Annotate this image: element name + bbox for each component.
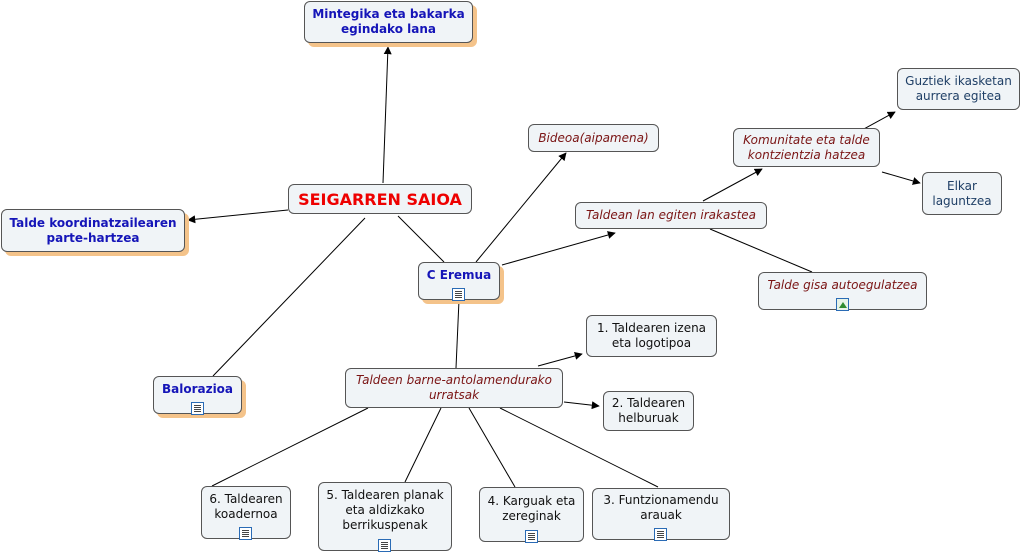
link-komunitate-elkar — [881, 171, 921, 185]
node-bideoa-label: Bideoa(aipamena) — [538, 130, 649, 145]
node-seigarren-saioa[interactable]: SEIGARREN SAIOA — [288, 184, 472, 214]
node-komunitate[interactable]: Komunitate eta talde kontzientzia hatzea — [733, 128, 880, 167]
link-barne-helburuak — [563, 401, 600, 410]
link-barne-planak — [404, 407, 442, 483]
node-talde-gisa-label: Talde gisa autoegulatzea — [767, 277, 918, 292]
node-planak-label: 5. Taldearen planak eta aldizkako berrik… — [326, 488, 444, 532]
node-karguak-label: 4. Karguak eta zereginak — [487, 493, 576, 523]
node-taldean[interactable]: Taldean lan egiten irakastea — [575, 202, 767, 229]
document-icon[interactable] — [452, 288, 465, 301]
node-funtzionamendu[interactable]: 3. Funtzionamendu arauak — [592, 488, 730, 541]
link-ceremua-bideoa — [475, 152, 567, 263]
node-helburuak[interactable]: 2. Taldearen helburuak — [603, 391, 694, 431]
node-mintegika-label: Mintegika eta bakarka egindako lana — [312, 7, 465, 36]
node-koadernoa-label: 6. Taldearen koadernoa — [209, 491, 283, 521]
node-c-eremua-label: C Eremua — [426, 267, 492, 282]
node-c-eremua[interactable]: C Eremua — [418, 262, 500, 301]
link-root-ceremua — [397, 215, 445, 263]
link-taldean-taldegisa — [709, 228, 813, 273]
node-izena-label: 1. Taldearen izena eta logotipoa — [596, 321, 707, 350]
link-barne-izena — [537, 352, 583, 367]
document-icon[interactable] — [190, 402, 204, 415]
node-funtzionamendu-label: 3. Funtzionamendu arauak — [603, 493, 719, 522]
node-koordinatzaile-label: Talde koordinatzailearen parte-hartzea — [9, 215, 177, 245]
link-ceremua-taldean — [501, 231, 616, 266]
link-barne-funtzionamendu — [499, 407, 659, 488]
document-icon[interactable] — [239, 527, 252, 540]
document-icon[interactable] — [378, 539, 391, 552]
node-balorazioa[interactable]: Balorazioa — [153, 376, 242, 415]
node-taldeen-barne-label: Taldeen barne-antolamendurako urratsak — [356, 373, 552, 402]
node-seigarren-label: SEIGARREN SAIOA — [298, 189, 462, 209]
node-koadernoa[interactable]: 6. Taldearen koadernoa — [201, 486, 291, 540]
image-icon[interactable] — [835, 298, 849, 311]
node-taldeen-barne[interactable]: Taldeen barne-antolamendurako urratsak — [345, 368, 563, 408]
node-elkar-label: Elkar laguntzea — [932, 178, 992, 208]
link-barne-koadernoa — [211, 407, 369, 487]
node-balorazioa-label: Balorazioa — [161, 381, 234, 396]
node-elkar[interactable]: Elkar laguntzea — [922, 172, 1002, 215]
link-barne-karguak — [468, 407, 516, 488]
link-ceremua-barne — [455, 299, 460, 369]
node-planak[interactable]: 5. Taldearen planak eta aldizkako berrik… — [318, 482, 452, 552]
node-guztiek-label: Guztiek ikasketan aurrera egitea — [905, 74, 1012, 103]
node-bideoa[interactable]: Bideoa(aipamena) — [528, 124, 659, 152]
node-talde-gisa[interactable]: Talde gisa autoegulatzea — [758, 272, 927, 311]
node-mintegika[interactable]: Mintegika eta bakarka egindako lana — [304, 1, 473, 43]
document-icon[interactable] — [654, 528, 667, 541]
node-talde-koordinatzaile[interactable]: Talde koordinatzailearen parte-hartzea — [1, 209, 185, 252]
node-taldean-label: Taldean lan egiten irakastea — [585, 208, 757, 222]
link-root-balorazioa — [212, 217, 366, 377]
node-helburuak-label: 2. Taldearen helburuak — [611, 396, 686, 425]
document-icon[interactable] — [524, 530, 538, 543]
node-izena[interactable]: 1. Taldearen izena eta logotipoa — [586, 315, 717, 357]
link-root-mintegika — [382, 46, 392, 184]
link-root-koordinatzaile — [187, 209, 289, 224]
link-taldean-komunitate — [702, 168, 763, 202]
node-karguak[interactable]: 4. Karguak eta zereginak — [479, 487, 584, 543]
node-komunitate-label: Komunitate eta talde kontzientzia hatzea — [743, 132, 870, 162]
node-guztiek[interactable]: Guztiek ikasketan aurrera egitea — [897, 68, 1020, 110]
link-komunitate-guztiek — [861, 111, 896, 131]
